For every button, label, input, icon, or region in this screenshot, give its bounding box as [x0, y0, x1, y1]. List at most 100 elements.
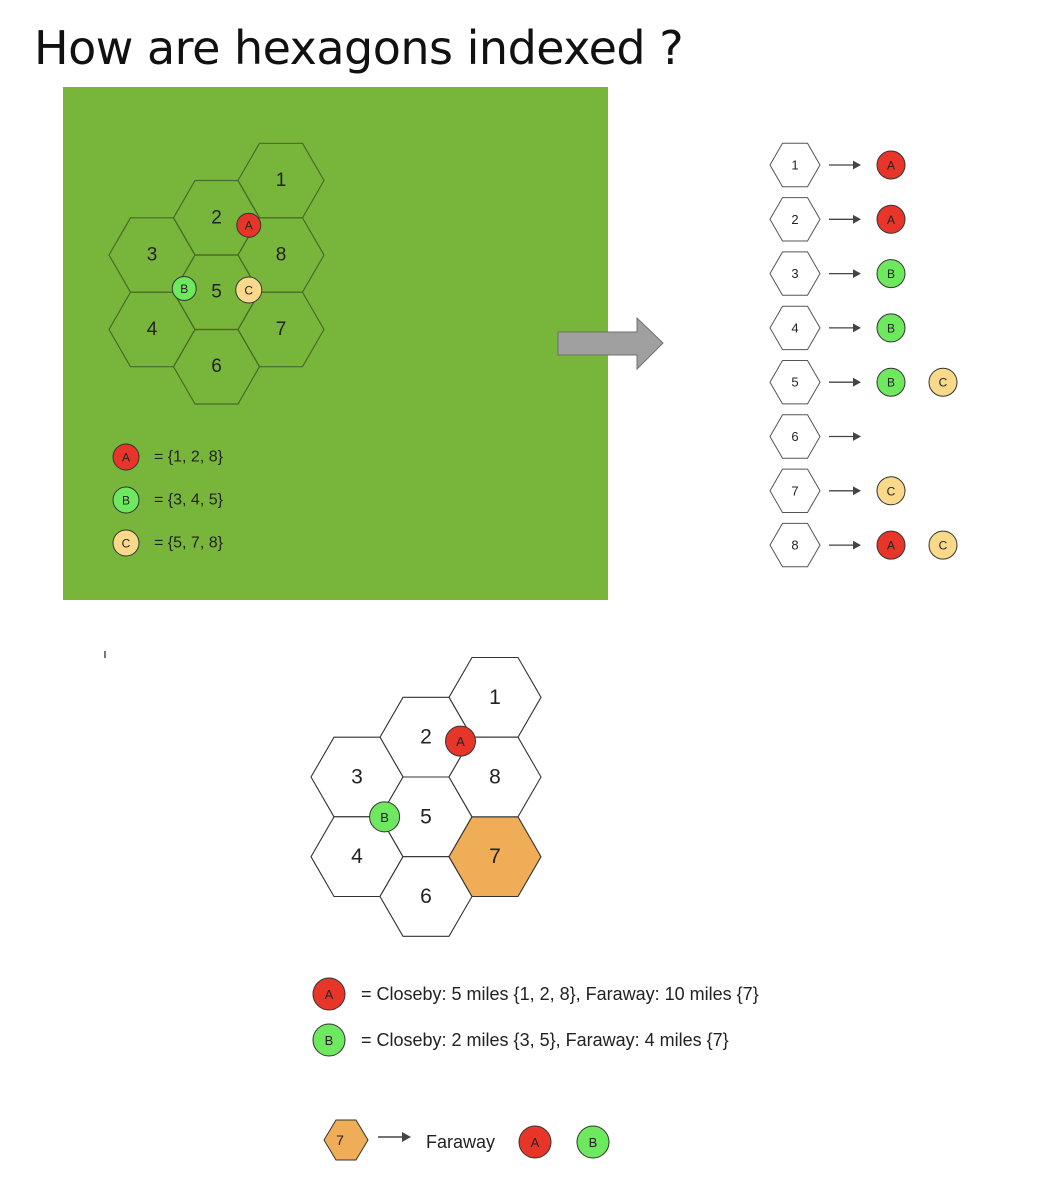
marker-label: C — [939, 539, 948, 553]
marker-circle — [235, 276, 263, 304]
marker-label: C — [939, 376, 948, 390]
index-marker-a: A — [876, 530, 906, 560]
faraway-marker-b: B — [576, 1125, 610, 1159]
marker-circle — [876, 204, 906, 234]
hex-cell-label: 4 — [351, 845, 363, 868]
marker-label: B — [180, 282, 188, 296]
stray-mark — [104, 651, 106, 658]
faraway-row — [323, 1119, 369, 1161]
index-arrow — [829, 486, 861, 496]
index-hex-label: 5 — [791, 375, 798, 390]
index-hex — [769, 197, 821, 242]
index-arrow — [829, 432, 861, 441]
marker-circle — [876, 367, 906, 397]
marker-circle — [876, 476, 906, 506]
index-hex — [769, 522, 821, 568]
marker-a: A — [445, 725, 476, 757]
hex-cell-label: 8 — [489, 766, 501, 789]
marker-label: A — [887, 539, 895, 553]
index-arrow — [829, 323, 861, 333]
index-marker-c: C — [876, 476, 906, 506]
marker-circle — [312, 1023, 346, 1057]
marker-circle — [236, 212, 262, 238]
hex-cell-label: 5 — [420, 805, 432, 828]
faraway-hex-label: 7 — [336, 1132, 344, 1148]
index-arrow — [829, 160, 861, 170]
index-marker-b: B — [876, 313, 906, 343]
index-row — [769, 360, 821, 405]
index-hex-label: 6 — [791, 429, 798, 444]
hex-cell-8 — [237, 217, 325, 293]
index-arrow — [829, 377, 861, 387]
marker-label: B — [380, 810, 389, 825]
index-row — [769, 522, 821, 568]
marker-label: C — [244, 284, 253, 298]
hex-cell-label: 3 — [351, 766, 363, 789]
index-hex — [769, 360, 821, 405]
marker-b: B — [369, 801, 401, 833]
marker-circle — [171, 276, 197, 302]
map-panel — [63, 87, 608, 600]
marker-circle — [576, 1125, 610, 1159]
marker-b: B — [171, 276, 197, 302]
marker-label: A — [122, 451, 130, 465]
marker-c: C — [235, 276, 263, 304]
index-list — [769, 142, 821, 568]
legend-marker: A — [312, 977, 346, 1011]
legend-marker: B — [312, 1023, 346, 1057]
marker-circle — [112, 443, 140, 471]
legend-marker: B — [112, 486, 140, 514]
index-hex — [769, 468, 821, 513]
faraway-label: Faraway — [426, 1132, 495, 1152]
index-hex-label: 8 — [791, 538, 798, 553]
marker-label: B — [887, 376, 895, 390]
hex-cell-label: 2 — [420, 726, 432, 749]
legend-marker: A — [112, 443, 140, 471]
page-title: How are hexagons indexed ? — [34, 21, 684, 75]
marker-circle — [112, 486, 140, 514]
marker-label: B — [589, 1135, 598, 1150]
hex-cell-label: 3 — [147, 245, 158, 266]
index-hex — [769, 142, 821, 188]
hex-cell-label: 4 — [147, 319, 158, 340]
index-marker-c: C — [928, 367, 958, 397]
marker-label: B — [325, 1033, 334, 1048]
marker-circle — [876, 530, 906, 560]
marker-circle — [445, 725, 476, 757]
marker-circle — [518, 1125, 552, 1159]
transform-arrow — [557, 316, 664, 371]
index-row — [769, 305, 821, 351]
marker-label: A — [325, 987, 334, 1002]
legend-text: = Closeby: 2 miles {3, 5}, Faraway: 4 mi… — [361, 1030, 729, 1050]
legend-marker: C — [112, 529, 140, 557]
marker-label: A — [456, 734, 465, 749]
hex-cell-8 — [448, 736, 542, 818]
marker-label: A — [245, 219, 253, 233]
legend-text: = {5, 7, 8} — [154, 535, 224, 552]
marker-label: B — [887, 321, 895, 335]
marker-circle — [876, 259, 906, 289]
hex-cell-label: 2 — [211, 207, 222, 228]
legend-text: = {3, 4, 5} — [154, 492, 224, 509]
marker-circle — [369, 801, 401, 833]
index-marker-b: B — [876, 259, 906, 289]
index-hex-label: 2 — [791, 212, 798, 227]
marker-label: C — [122, 537, 131, 551]
index-row — [769, 468, 821, 513]
hex-cell-label: 8 — [276, 245, 287, 266]
marker-label: A — [887, 213, 895, 227]
index-arrow — [829, 214, 861, 224]
legend-text: = Closeby: 5 miles {1, 2, 8}, Faraway: 1… — [361, 984, 759, 1004]
index-marker-a: A — [876, 150, 906, 180]
hex-cell-label: 5 — [211, 282, 222, 303]
marker-label: B — [122, 494, 130, 508]
legend-text: = {1, 2, 8} — [154, 449, 224, 466]
index-hex-label: 1 — [791, 158, 798, 173]
marker-label: A — [887, 159, 895, 173]
faraway-arrow — [378, 1132, 411, 1142]
hex-cell-label: 7 — [276, 319, 287, 340]
index-marker-b: B — [876, 367, 906, 397]
marker-circle — [312, 977, 346, 1011]
index-hex — [769, 414, 821, 459]
index-hex-label: 4 — [791, 320, 798, 335]
